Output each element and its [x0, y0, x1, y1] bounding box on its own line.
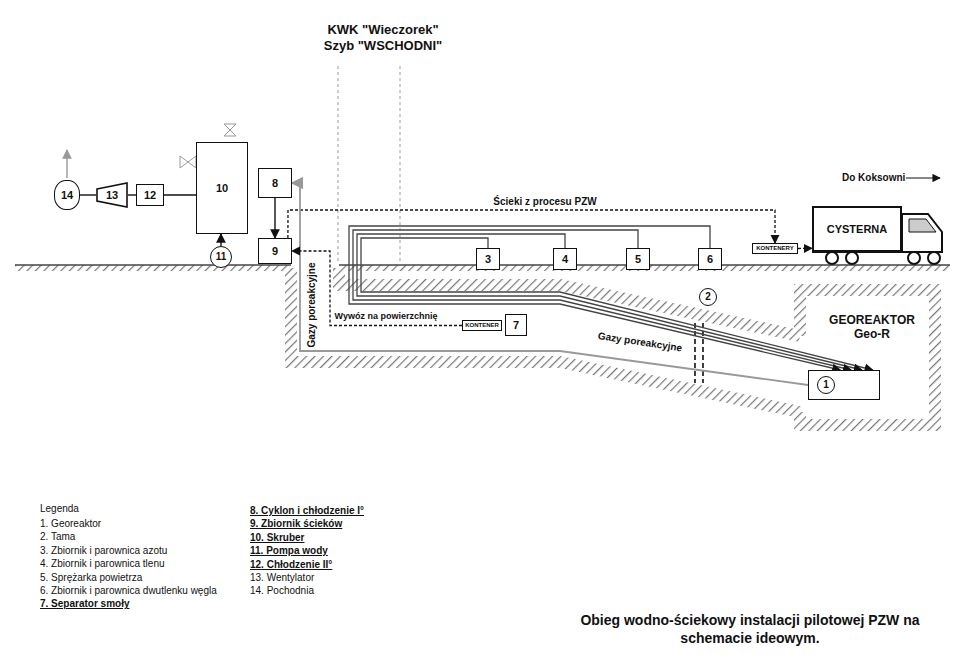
node-label: 8	[272, 177, 278, 190]
pipe-line	[357, 234, 862, 370]
legend-entry: 11. Pompa wody	[250, 545, 328, 557]
tank-truck: CYSTERNA	[812, 206, 902, 252]
node-label: 2	[705, 291, 711, 303]
legend-entry: 14. Pochodnia	[250, 585, 314, 597]
valve-symbol	[180, 156, 196, 168]
flare-outlet	[66, 150, 67, 178]
destination-label: Do Koksowni	[842, 172, 905, 184]
legend-entry: 1. Georeaktor	[40, 518, 101, 530]
node-label: 12	[144, 189, 156, 202]
truck-wheel	[908, 252, 920, 264]
ground-hatch	[15, 265, 291, 271]
diagram-caption: Obieg wodno-ściekowy instalacji pilotowe…	[555, 612, 945, 647]
georeactor-region: 1 GEOREAKTOR Geo-R	[800, 290, 935, 425]
node-label: 9	[272, 245, 278, 258]
connector-label: Ścieki z procesu PZW	[492, 196, 597, 208]
container-box: KONTENERY	[752, 243, 798, 254]
shaft-axis-line	[400, 66, 401, 262]
dam-line	[702, 323, 704, 383]
legend-entry: 8. Cyklon i chłodzenie I°	[250, 505, 364, 517]
flow-connector	[274, 198, 275, 238]
process-box: 7	[505, 314, 527, 336]
valve-symbol	[224, 124, 236, 136]
legend-entry: 10. Skruber	[250, 532, 304, 544]
node-label: 4	[562, 253, 568, 266]
legend-entry: 4. Zbiornik i parownica tlenu	[40, 558, 165, 570]
connector-label: Wywóz na powierzchnię	[334, 311, 439, 321]
truck-wheel	[846, 252, 858, 264]
legend-entry: 7. Separator smoły	[40, 598, 129, 610]
pipe-line	[349, 226, 840, 370]
legend-entry: 5. Sprężarka powietrza	[40, 572, 142, 584]
gas-line	[292, 183, 808, 385]
legend-entry: 9. Zbiornik ścieków	[250, 518, 342, 530]
truck-cab	[902, 214, 942, 252]
node-label: 6	[707, 253, 713, 266]
direction-arrow	[906, 177, 940, 178]
reactor-box: 1	[808, 370, 880, 400]
fan-symbol: 13	[96, 182, 128, 208]
process-box: 8	[258, 168, 292, 198]
legend-entry: 3. Zbiornik i parownica azotu	[40, 545, 167, 557]
node-label: 14	[61, 189, 73, 202]
node-label: 1	[817, 376, 835, 394]
flow-connector	[128, 194, 136, 195]
flow-label: Gazy poreakcyjne	[597, 330, 683, 354]
node-label: GEOREAKTOR Geo-R	[824, 314, 920, 342]
process-box: 3	[476, 248, 500, 270]
shaft-axis-line	[338, 66, 339, 262]
legend-heading: Legenda	[40, 503, 79, 515]
node-label: 3	[485, 253, 491, 266]
node-label: KONTENERY	[756, 245, 793, 252]
fan-outline	[97, 183, 127, 207]
node-label: 11	[216, 251, 227, 263]
flow-label: Gazy poreakcyjne	[306, 262, 318, 347]
ground-line	[15, 264, 291, 265]
truck-wheel	[826, 252, 838, 264]
pipe-line	[353, 230, 851, 370]
process-box: 6	[698, 248, 722, 270]
container-box: KONTENER	[462, 320, 502, 331]
flow-connector	[292, 251, 462, 326]
callout-circle: 2	[699, 288, 717, 306]
scrubber-box: 10	[196, 142, 248, 234]
legend-entry: 6. Zbiornik i parownica dwutlenku węgla	[40, 585, 217, 597]
truck-wheel	[928, 252, 940, 264]
node-label: CYSTERNA	[827, 223, 888, 236]
legend-entry: 2. Tama	[40, 531, 75, 543]
legend-entry: 13. Wentylator	[250, 572, 314, 584]
flow-connector	[798, 248, 812, 249]
flow-connector	[164, 194, 196, 195]
node-label: 13	[106, 189, 118, 202]
truck-window	[909, 219, 936, 232]
flare-box: 14	[54, 180, 80, 210]
flow-connector	[220, 234, 221, 246]
process-box: 12	[136, 184, 164, 206]
diagram-title: KWK "Wieczorek" Szyb "WSCHODNI"	[318, 22, 448, 55]
node-label: 10	[216, 182, 228, 195]
flow-connector	[80, 194, 96, 195]
pump-circle: 11	[210, 246, 232, 268]
legend-entry: 12. Chłodzenie II°	[250, 559, 332, 571]
process-box: 5	[626, 248, 650, 270]
node-label: 5	[635, 253, 641, 266]
process-box: 9	[258, 238, 292, 264]
node-label: 7	[513, 319, 519, 332]
process-box: 4	[553, 248, 577, 270]
node-label: KONTENER	[465, 322, 499, 329]
